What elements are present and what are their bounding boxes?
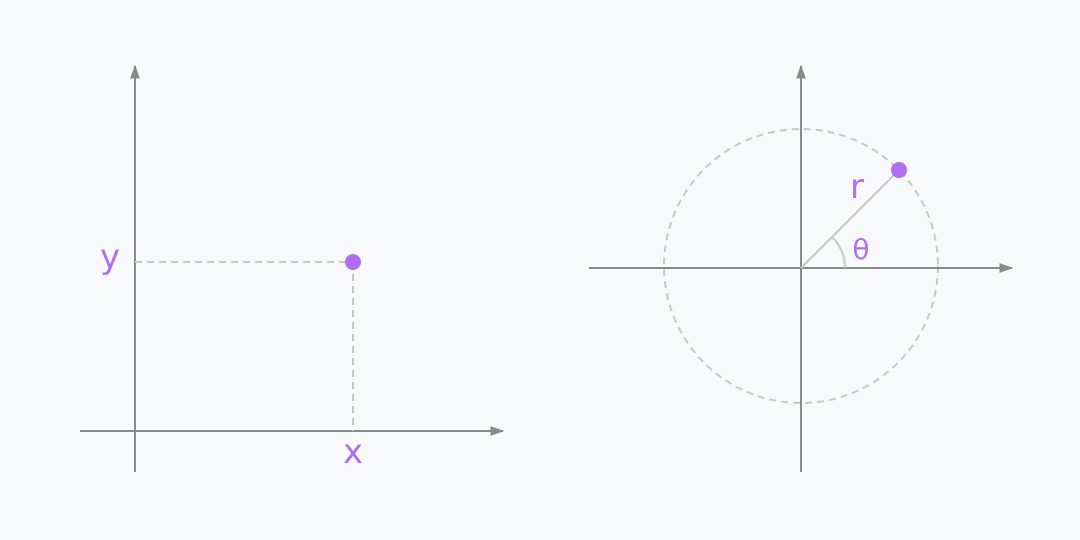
radius-circle: [663, 128, 939, 404]
x-label: x: [343, 432, 363, 472]
polar-panel: r θ: [589, 64, 1014, 472]
radius-line: [800, 169, 900, 269]
polar-point: [891, 162, 907, 178]
cartesian-point: [345, 254, 361, 270]
y-label: y: [100, 237, 120, 277]
angle-arc: [831, 236, 846, 269]
cartesian-panel: x y: [80, 64, 505, 472]
r-label: r: [850, 167, 864, 207]
theta-label: θ: [852, 233, 869, 266]
